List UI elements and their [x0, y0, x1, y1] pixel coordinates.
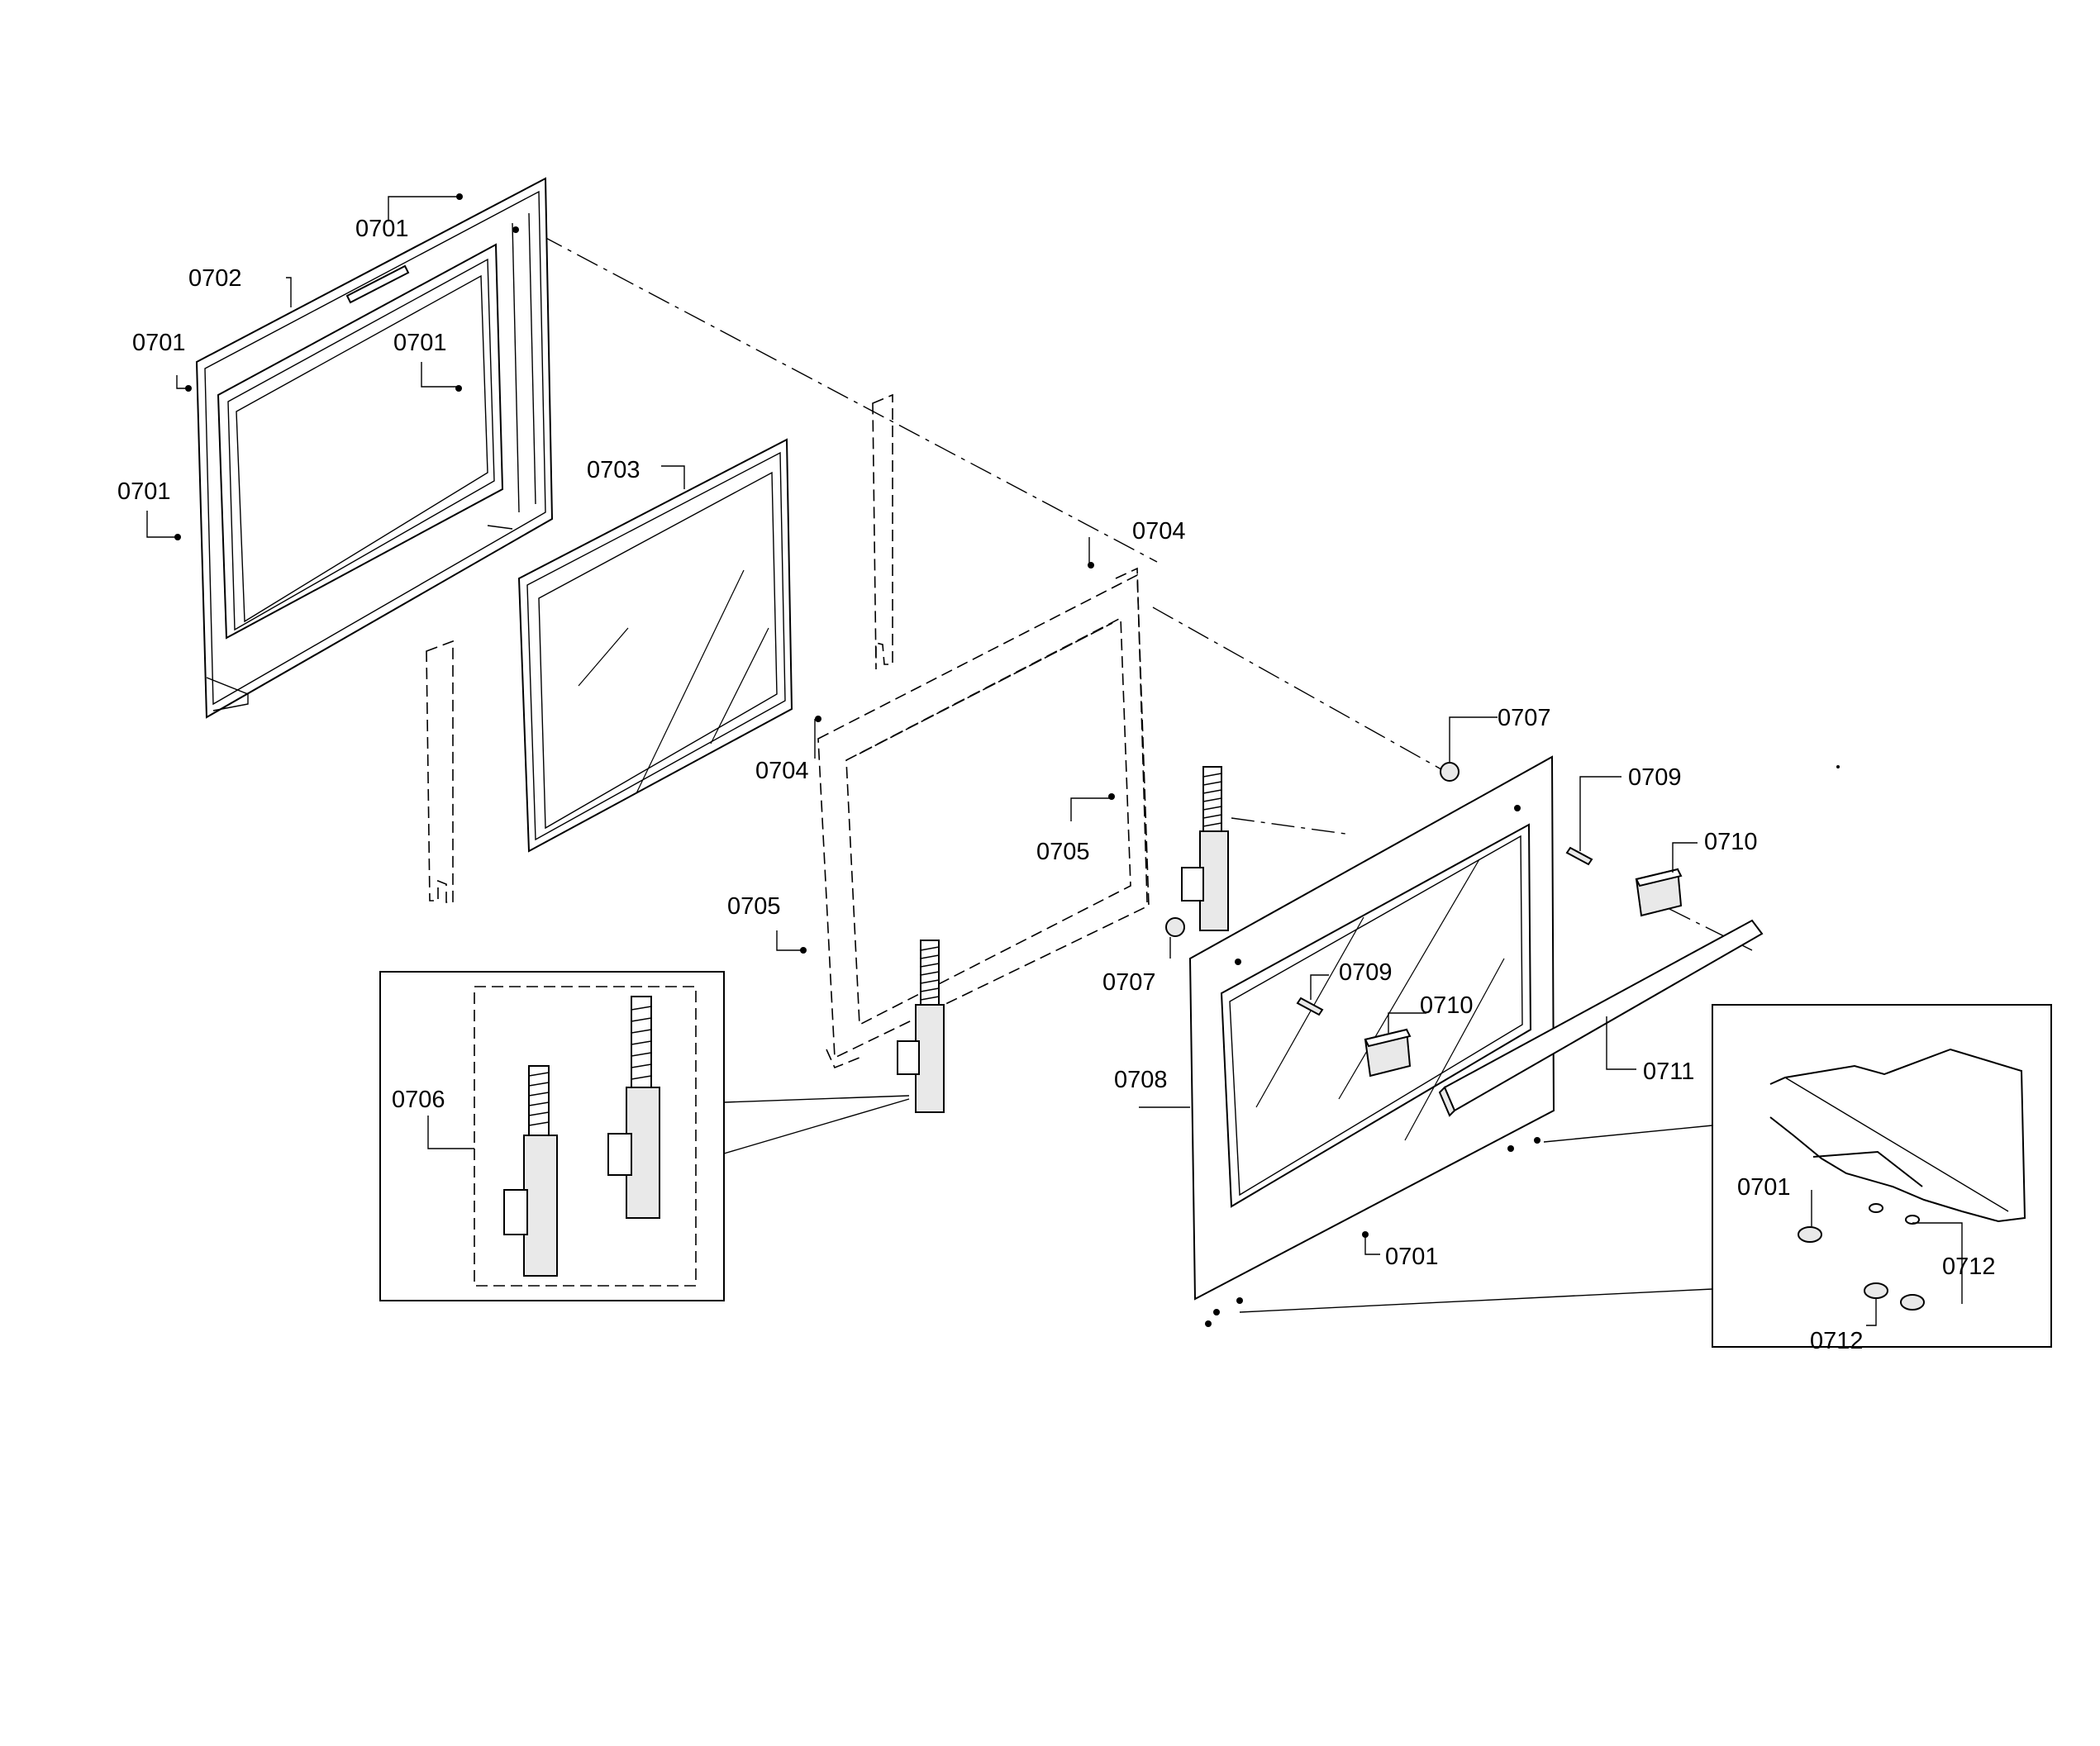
handle-standoffs [1364, 868, 1683, 1078]
label-0701-inner: 0701 [393, 330, 447, 356]
label-0705-right: 0705 [1036, 839, 1090, 865]
left-hinge [897, 940, 945, 1113]
spacers [1165, 762, 1460, 937]
label-0709-top: 0709 [1628, 764, 1682, 791]
door-handle-bar [1438, 919, 1764, 1117]
right-hinge [1181, 766, 1229, 931]
leader-lines [146, 196, 1963, 1326]
label-0701-top: 0701 [355, 216, 409, 242]
label-0712-bottom: 0712 [1810, 1328, 1864, 1354]
fastener-detail-box [1239, 1004, 2052, 1348]
label-0707-bottom: 0707 [1102, 969, 1156, 996]
label-0707-top: 0707 [1498, 705, 1551, 731]
label-0709-bottom: 0709 [1339, 959, 1393, 986]
right-seal-strip [872, 393, 893, 670]
label-0704-left: 0704 [755, 758, 809, 784]
label-0701-detail: 0701 [1737, 1174, 1791, 1201]
hinge-detail-box [379, 971, 910, 1301]
label-0701-outer-door: 0701 [1385, 1244, 1439, 1270]
label-0708: 0708 [1114, 1067, 1168, 1093]
label-0703: 0703 [587, 457, 640, 483]
handle-pins [1296, 846, 1593, 1016]
label-0712-right: 0712 [1942, 1254, 1996, 1280]
label-0701-left-upper: 0701 [132, 330, 186, 356]
label-0702: 0702 [188, 265, 242, 292]
part-labels: 0701 0702 0701 0701 0701 0703 0704 0704 … [117, 216, 1996, 1354]
outer-door-panel [1188, 755, 1555, 1327]
inner-door-frame [174, 177, 554, 719]
inner-glass-pane [517, 438, 793, 853]
left-seal-strip [426, 640, 454, 903]
label-0706: 0706 [392, 1087, 445, 1113]
label-0704-top: 0704 [1132, 518, 1186, 545]
label-0701-left-lower: 0701 [117, 478, 171, 505]
label-0710-bottom: 0710 [1420, 992, 1474, 1019]
label-0710-top: 0710 [1704, 829, 1758, 855]
label-0705-left: 0705 [727, 893, 781, 920]
inner-door-frame-dashed [800, 562, 1150, 1069]
label-0711: 0711 [1643, 1059, 1694, 1085]
